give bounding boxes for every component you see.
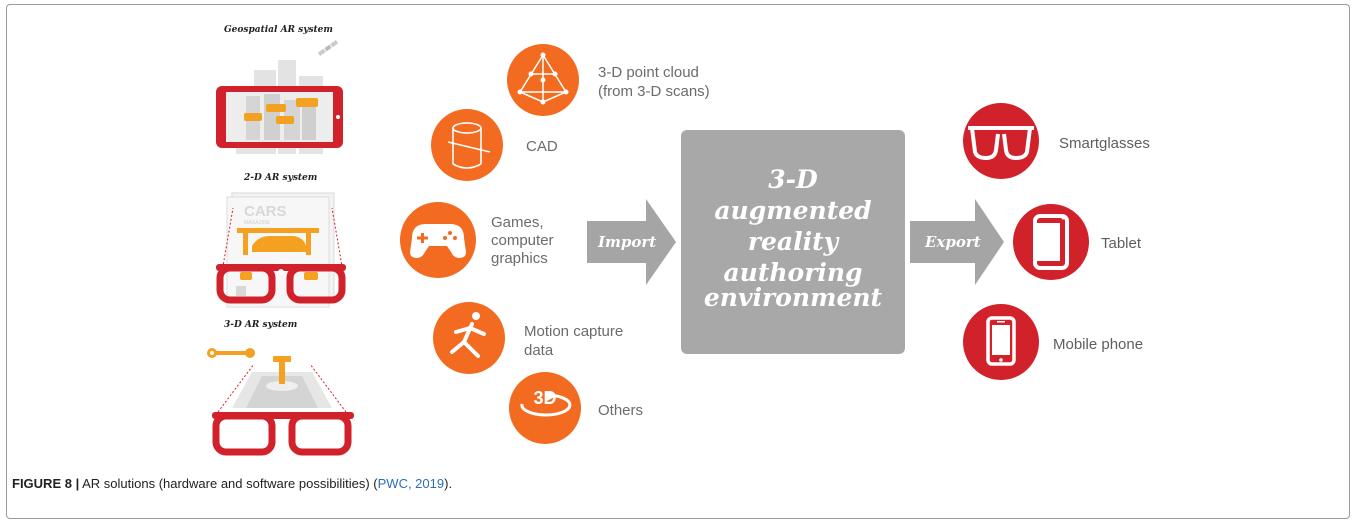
authoring-environment-box bbox=[681, 130, 905, 354]
center-line-2: augmented bbox=[714, 196, 871, 225]
others-node: 3D bbox=[509, 372, 581, 444]
ar2d-title: 2-D AR system bbox=[243, 173, 317, 183]
point-cloud-label-1: 3-D point cloud bbox=[598, 64, 699, 81]
import-arrow: Import bbox=[587, 199, 676, 285]
motion-figure-icon bbox=[450, 312, 486, 358]
ar-glasses-3d-icon bbox=[212, 412, 354, 456]
center-line-5: environment bbox=[704, 283, 883, 312]
tablet-node bbox=[1013, 204, 1089, 280]
3d-rotate-icon: 3D bbox=[520, 388, 572, 417]
export-label: Export bbox=[924, 233, 981, 251]
smartglasses-label: Smartglasses bbox=[1059, 135, 1150, 152]
import-label: Import bbox=[597, 233, 656, 251]
cylinder-icon bbox=[447, 122, 491, 169]
caption-end: ). bbox=[444, 476, 453, 491]
cad-node bbox=[431, 109, 503, 181]
center-line-1: 3-D bbox=[768, 165, 818, 194]
geospatial-tablet-icon bbox=[216, 86, 343, 148]
caption-reference-link[interactable]: PWC, 2019 bbox=[377, 476, 445, 491]
others-label: Others bbox=[598, 402, 643, 419]
motion-node bbox=[433, 302, 505, 374]
ar3d-title: 3-D AR system bbox=[224, 320, 297, 330]
center-line-3: reality bbox=[748, 227, 840, 256]
point-cloud-icon bbox=[517, 52, 569, 105]
motion-label-1: Motion capture bbox=[524, 323, 623, 340]
car-overlay-icon bbox=[237, 228, 319, 255]
figure-caption: FIGURE 8 | AR solutions (hardware and so… bbox=[12, 476, 452, 491]
smartglasses-node bbox=[963, 103, 1039, 179]
games-node bbox=[400, 202, 476, 278]
phone-icon bbox=[986, 316, 1016, 366]
mobile-label: Mobile phone bbox=[1053, 336, 1143, 353]
games-label-2: computer bbox=[491, 232, 554, 249]
wrench-icon bbox=[207, 348, 255, 358]
point-cloud-node bbox=[507, 44, 579, 116]
tablet-icon bbox=[1033, 214, 1069, 270]
motion-label-2: data bbox=[524, 342, 554, 359]
games-label-1: Games, bbox=[491, 214, 544, 231]
3d-icon-text: 3D bbox=[533, 388, 556, 408]
center-line-4: authoring bbox=[723, 258, 862, 287]
games-label-3: graphics bbox=[491, 250, 548, 267]
gamepad-icon bbox=[410, 224, 466, 258]
figure-frame bbox=[6, 4, 1350, 519]
projection-lines bbox=[221, 207, 344, 273]
point-cloud-label-2: (from 3-D scans) bbox=[598, 83, 710, 100]
magazine-title: CARS bbox=[244, 203, 287, 220]
caption-label: FIGURE 8 | bbox=[12, 476, 80, 491]
ar-glasses-2d-icon bbox=[216, 264, 346, 304]
tablet-label: Tablet bbox=[1101, 235, 1142, 252]
cad-label: CAD bbox=[526, 138, 558, 155]
caption-text: AR solutions (hardware and software poss… bbox=[79, 476, 378, 491]
satellite-icon bbox=[317, 40, 339, 56]
mobile-node bbox=[963, 304, 1039, 380]
geospatial-title: Geospatial AR system bbox=[224, 25, 333, 35]
glasses-icon bbox=[968, 126, 1034, 161]
magazine-subtitle: MAGAZINE bbox=[244, 220, 271, 226]
projection-lines-3d bbox=[217, 363, 347, 413]
export-arrow: Export bbox=[910, 199, 1004, 285]
ar-3d-scene-icon bbox=[232, 356, 332, 408]
